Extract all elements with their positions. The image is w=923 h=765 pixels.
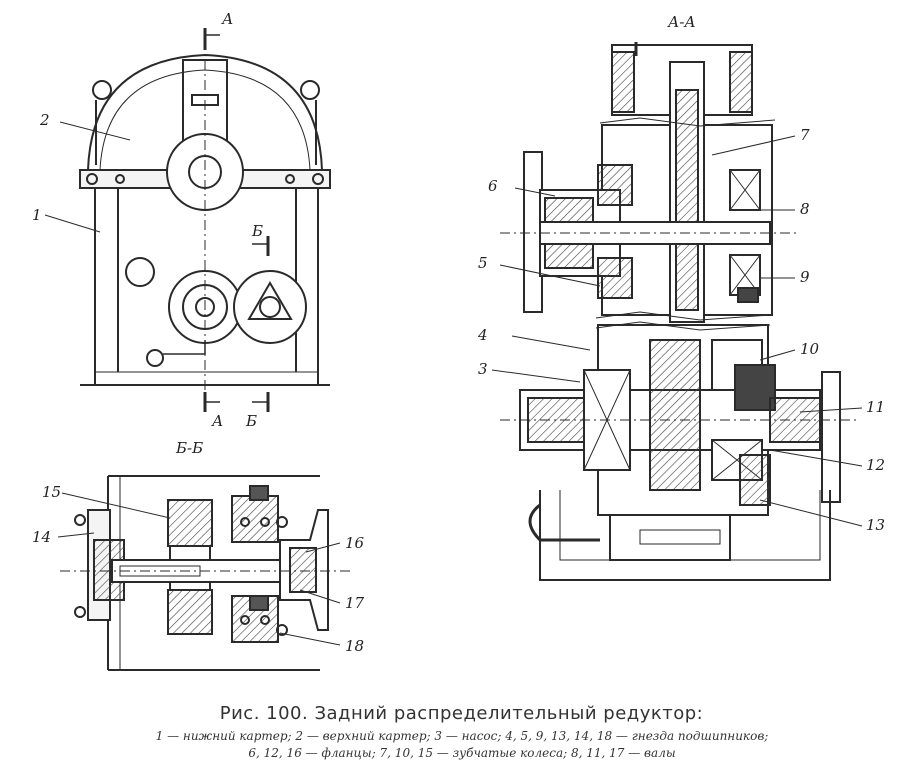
gearbox-drawing: А А Б Б 2 1 Б-Б 15: [32, 10, 885, 671]
section-aa-view: [491, 42, 863, 581]
part-13-label: 13: [866, 516, 885, 534]
part-8-label: 8: [800, 200, 810, 218]
part-9-label: 9: [800, 268, 810, 286]
part-2-label: 2: [39, 111, 50, 129]
front-view: [44, 28, 331, 412]
part-15-label: 15: [42, 483, 61, 501]
figure-legend: 1 — нижний картер; 2 — верхний картер; 3…: [6, 728, 918, 762]
part-6-label: 6: [488, 177, 498, 195]
section-b-bottom-label: Б: [245, 412, 257, 430]
section-b-top-label: Б: [251, 222, 263, 240]
section-a-bottom-label: А: [211, 412, 223, 430]
section-bb-view: [57, 475, 350, 671]
part-5-label: 5: [478, 254, 488, 272]
part-7-label: 7: [800, 126, 810, 144]
part-14-label: 14: [32, 528, 51, 546]
part-1-label: 1: [32, 206, 42, 224]
part-3-label: 3: [478, 360, 488, 378]
part-17-label: 17: [345, 594, 365, 612]
part-12-label: 12: [866, 456, 885, 474]
part-18-label: 18: [345, 637, 364, 655]
section-aa-title: А-А: [667, 13, 696, 31]
section-bb-title: Б-Б: [175, 439, 203, 457]
part-16-label: 16: [345, 534, 365, 552]
part-4-label: 4: [477, 326, 488, 344]
section-a-top-label: А: [221, 10, 233, 28]
figure-legend-line-1: 1 — нижний картер; 2 — верхний картер; 3…: [155, 729, 769, 743]
figure-title: Рис. 100. Задний распределительный редук…: [219, 703, 704, 724]
figure-legend-line-2: 6, 12, 16 — фланцы; 7, 10, 15 — зубчатые…: [248, 746, 676, 760]
part-10-label: 10: [800, 340, 820, 358]
part-11-label: 11: [866, 398, 885, 416]
